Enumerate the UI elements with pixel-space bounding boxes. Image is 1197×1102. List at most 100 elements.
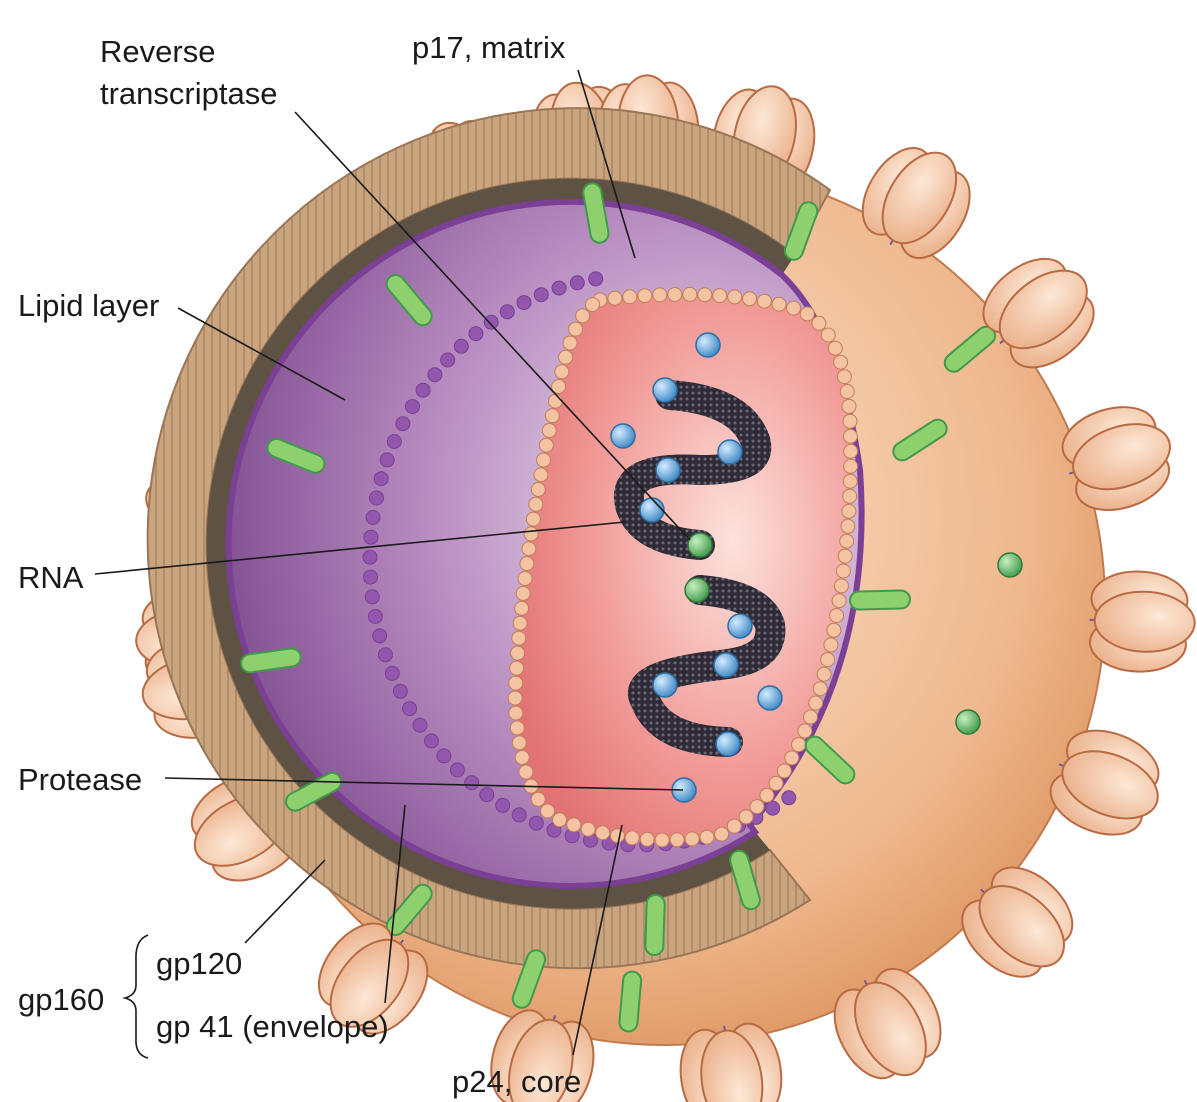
- capsid-bead: [812, 681, 828, 697]
- capsid-bead: [514, 600, 530, 616]
- matrix-bead: [781, 790, 797, 806]
- matrix-bead: [468, 326, 484, 342]
- gp120-spike: [679, 1022, 783, 1102]
- gp41-stalks: [240, 182, 996, 1033]
- label-lipid-layer: Lipid layer: [18, 288, 159, 323]
- leader-p17-matrix: [577, 69, 636, 259]
- capsid-bead: [518, 764, 534, 780]
- matrix-bead: [424, 733, 439, 749]
- matrix-bead: [384, 665, 400, 681]
- capsid-bead: [669, 832, 685, 848]
- leader-lipid-layer: [177, 307, 346, 401]
- gp41-stalk: [385, 274, 433, 327]
- capsid-bead: [566, 817, 582, 833]
- matrix-bead: [362, 549, 378, 565]
- matrix-bead: [551, 280, 567, 296]
- capsid-bead: [811, 315, 827, 331]
- matrix-bead: [440, 352, 456, 368]
- capsid-bead: [551, 379, 567, 394]
- rna-strand-upper: [613, 380, 772, 560]
- capsid-bead: [699, 829, 715, 845]
- capsid-bead: [841, 503, 857, 519]
- capsid-bead: [568, 321, 584, 337]
- capsid-bead: [829, 608, 845, 623]
- enzyme-particle-green: [997, 552, 1023, 578]
- gp41-stalk: [266, 438, 326, 474]
- capsid-bead: [791, 737, 807, 753]
- label-p24-core: p24, core: [452, 1064, 581, 1099]
- matrix-bead: [499, 304, 515, 320]
- enzyme-particle-green: [684, 577, 710, 603]
- capsid-bead: [654, 832, 670, 848]
- matrix-bead: [405, 399, 420, 415]
- capsid-bead: [509, 720, 525, 736]
- capsid-bead: [799, 306, 815, 322]
- capsid-bead: [533, 467, 549, 483]
- gp120-spikes-front: [317, 147, 1196, 1102]
- capsid-bead: [639, 831, 655, 847]
- matrix-bead: [373, 471, 389, 487]
- capsid-bead: [609, 828, 625, 844]
- capsid-bead: [756, 293, 772, 309]
- capsid-bead: [558, 349, 574, 365]
- gp120-spike: [1088, 570, 1196, 673]
- capsid-bead: [749, 799, 765, 815]
- capsid-bead: [820, 327, 836, 343]
- capsid-bead: [637, 288, 653, 304]
- label-rna: RNA: [18, 560, 84, 595]
- capsid-bead: [842, 488, 858, 504]
- enzyme-particle-green: [955, 709, 981, 735]
- label-reverse-1: Reverse: [100, 34, 215, 69]
- spike-lobe: [508, 1018, 574, 1102]
- capsid-bead: [580, 821, 596, 837]
- capsid-bead: [808, 695, 824, 711]
- enzyme-particle: [757, 685, 783, 711]
- gp160-brace: [121, 934, 149, 1059]
- matrix-bead: [365, 510, 381, 525]
- capsid-bead: [519, 556, 535, 572]
- gp41-stalk: [240, 647, 302, 674]
- leader-protease: [164, 777, 684, 791]
- matrix-bead: [386, 434, 402, 449]
- capsid-bead: [512, 615, 528, 631]
- capsid-bead: [552, 812, 568, 828]
- matrix-bead: [516, 295, 532, 311]
- capsid-bead: [682, 286, 698, 302]
- capsid-bead: [528, 496, 544, 512]
- gp41-stalk: [618, 970, 643, 1033]
- capsid-bead: [839, 384, 855, 399]
- gp120-spike: [1049, 729, 1160, 836]
- capsid-bead: [507, 690, 523, 706]
- capsid-bead: [771, 296, 787, 312]
- gp120-spike: [982, 257, 1095, 369]
- enzyme-particle: [717, 439, 743, 465]
- spike-lobe: [1072, 423, 1171, 491]
- capsid-bead: [508, 705, 524, 721]
- enzyme-particle: [695, 332, 721, 358]
- enzyme-particle: [715, 731, 741, 757]
- capsid-bead: [667, 287, 683, 302]
- matrix-bead: [464, 775, 480, 791]
- enzyme-particle: [639, 497, 665, 523]
- enzyme-particle: [652, 377, 678, 403]
- capsid-bead: [840, 518, 856, 534]
- capsid-bead: [759, 787, 775, 803]
- capsid-bead: [510, 645, 526, 661]
- enzyme-particle: [610, 423, 636, 449]
- capsid-bead: [843, 443, 859, 459]
- capsid-bead: [726, 818, 742, 834]
- gp41-stalk: [849, 589, 911, 611]
- matrix-bead: [377, 647, 393, 663]
- leader-lines: [94, 69, 691, 1059]
- matrix-bead: [483, 314, 499, 330]
- matrix-bead: [479, 787, 495, 803]
- capsid-bead: [523, 526, 539, 542]
- matrix-bead: [427, 367, 443, 383]
- label-protease: Protease: [18, 762, 142, 797]
- spike-lobe: [998, 269, 1088, 350]
- matrix-bead: [379, 452, 395, 468]
- capsid-bead: [842, 428, 858, 444]
- label-p17-matrix: p17, matrix: [412, 30, 566, 65]
- label-gp41: gp 41 (envelope): [156, 1009, 389, 1044]
